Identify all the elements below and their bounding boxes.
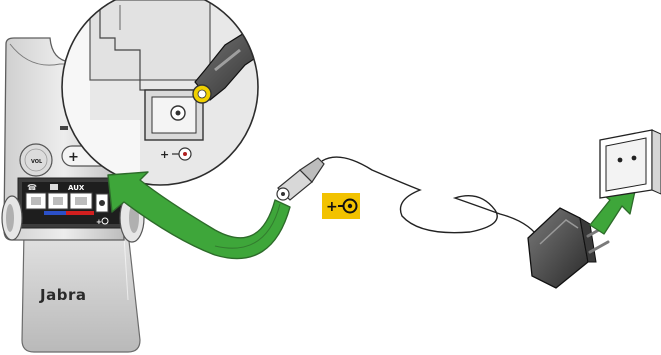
outlet-hole-left (617, 157, 623, 163)
computer-port-icon (50, 184, 58, 190)
left-hinge (1, 195, 23, 241)
badge-plus-sign: + (326, 199, 338, 215)
phone-port-label: ☎ (27, 183, 37, 192)
aux-port-label: AUX (68, 184, 85, 192)
red-port-strip (66, 211, 94, 215)
wall-outlet (599, 129, 661, 199)
polarity-badge: + (322, 193, 360, 219)
plus-symbol: + (68, 150, 79, 165)
brand-logo: Jabra (39, 286, 86, 304)
blue-port-strip (44, 211, 66, 215)
outlet-hole-right (631, 155, 637, 161)
dc-plug (276, 157, 325, 201)
svg-text:VOL: VOL (31, 159, 43, 165)
dc-polarity-center-positive-icon (338, 198, 358, 214)
zoom-inset: + (61, 0, 259, 186)
plug-in-arrow (107, 171, 291, 260)
inset-plus-sign: + (160, 148, 169, 161)
prong-bottom (588, 240, 610, 254)
power-cable (321, 156, 541, 241)
power-adapter (527, 207, 610, 289)
switch-marker (60, 126, 68, 130)
svg-text:+: + (96, 218, 102, 226)
